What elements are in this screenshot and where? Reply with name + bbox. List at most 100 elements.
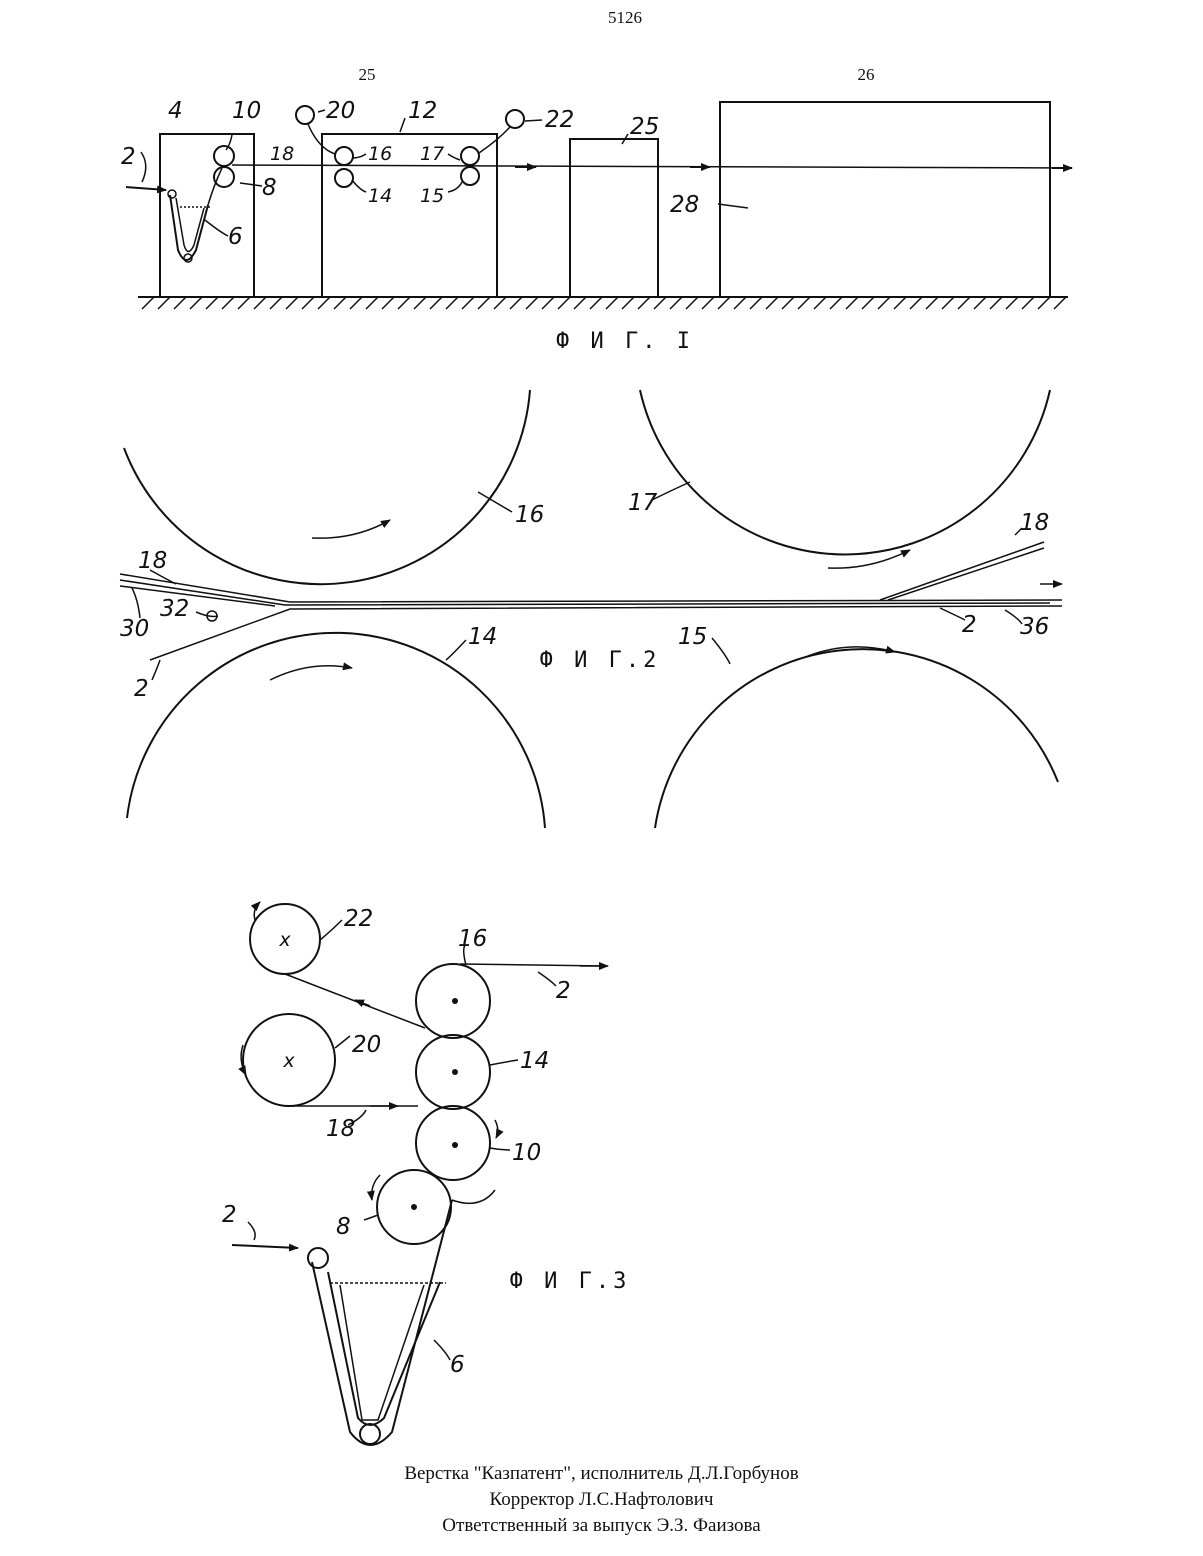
roller-16-arc	[124, 390, 530, 584]
leader-8	[240, 183, 262, 186]
figure-3: x x	[222, 902, 630, 1445]
leader-8	[364, 1215, 378, 1220]
guide-roller-bottom	[360, 1424, 380, 1444]
caption-fig-3: Ф И Г.3	[510, 1269, 631, 1294]
film-takeup	[479, 127, 510, 153]
label-10: 10	[512, 1140, 541, 1166]
spool-20	[296, 106, 314, 124]
ground-hatching	[142, 297, 1066, 309]
leader-14	[352, 180, 366, 192]
web-2-line	[232, 165, 1070, 168]
label-2: 2	[121, 144, 136, 170]
roller-16-axle	[452, 998, 458, 1004]
label-32: 32	[160, 596, 189, 622]
label-16: 16	[458, 926, 487, 952]
leader-15	[712, 638, 730, 664]
leader-20	[318, 110, 325, 112]
figure-2: 16 17 18 18 30 32 2 14 15 2 36 Ф И Г.2	[120, 390, 1062, 828]
imprint-proofreader: Корректор Л.С.Нафтолович	[0, 1488, 1203, 1512]
label-14: 14	[368, 185, 392, 207]
bath-6-outer	[170, 195, 208, 260]
rotation-arrow-15	[808, 647, 895, 656]
label-18: 18	[326, 1116, 355, 1142]
label-15: 15	[420, 185, 444, 207]
bath-6-lip	[452, 1190, 495, 1203]
leader-15	[448, 182, 462, 192]
block-12	[322, 134, 497, 297]
figure-1: 2 4 10 8 6 20 18 12 16 14 17 15 22 25 28…	[121, 98, 1072, 354]
film-18-exit-inner	[888, 548, 1044, 600]
leader-28	[718, 204, 748, 208]
block-28	[720, 102, 1050, 297]
roller-14-arc	[127, 633, 545, 828]
label-30: 30	[120, 616, 149, 642]
label-6: 6	[450, 1352, 465, 1378]
leader-2-left	[152, 660, 160, 680]
label-16: 16	[368, 143, 392, 165]
label-18-left: 18	[138, 548, 167, 574]
imprint-typesetting: Верстка "Казпатент", исполнитель Д.Л.Гор…	[0, 1462, 1203, 1486]
leader-17	[652, 482, 690, 500]
roller-17	[461, 147, 479, 165]
film-18-top	[120, 574, 1062, 602]
label-8: 8	[262, 175, 277, 201]
roller-10	[214, 146, 234, 166]
rotation-arrow-14	[270, 666, 352, 680]
leader-16	[478, 492, 512, 512]
roller-8	[214, 167, 234, 187]
roller-15	[461, 167, 479, 185]
label-36: 36	[1020, 614, 1049, 640]
label-10: 10	[232, 98, 261, 124]
film-to-spool-22	[285, 974, 425, 1028]
leader-22	[525, 120, 542, 121]
bath-6-inner	[176, 198, 204, 252]
roller-14	[335, 169, 353, 187]
leader-6	[434, 1340, 450, 1360]
leader-2-in	[248, 1222, 255, 1240]
caption-fig-2: Ф И Г.2	[540, 648, 661, 673]
leader-6	[205, 220, 228, 236]
label-14: 14	[468, 624, 497, 650]
leader-2	[141, 152, 146, 182]
label-15: 15	[678, 624, 707, 650]
leader-10	[490, 1148, 510, 1150]
label-4: 4	[168, 98, 183, 124]
web-2-inlet	[232, 1245, 298, 1248]
roller-15-arc	[655, 649, 1058, 828]
spool-20-axis-mark: x	[282, 1050, 295, 1072]
film-arrow-22	[355, 1000, 370, 1006]
label-22: 22	[344, 906, 373, 932]
leader-2-out	[538, 972, 556, 986]
label-8: 8	[336, 1214, 351, 1240]
label-18-right: 18	[1020, 510, 1049, 536]
label-2-left: 2	[134, 676, 149, 702]
label-20: 20	[352, 1032, 381, 1058]
guide-roller-inlet	[308, 1248, 328, 1268]
leader-12	[400, 118, 405, 132]
leader-14	[490, 1060, 518, 1065]
page-number: 5126	[608, 8, 642, 27]
label-20: 20	[326, 98, 355, 124]
roller-14-axle	[452, 1069, 458, 1075]
label-2-in: 2	[222, 1202, 237, 1228]
film-18-exit	[880, 542, 1044, 600]
leader-17	[448, 154, 460, 160]
column-number-left: 25	[359, 65, 376, 84]
label-6: 6	[228, 224, 243, 250]
label-25: 25	[630, 114, 659, 140]
roller-8-axle	[411, 1204, 417, 1210]
rotation-arrow-16	[312, 520, 390, 538]
column-number-right: 26	[858, 65, 875, 84]
guide-roller	[168, 190, 176, 198]
label-12: 12	[408, 98, 437, 124]
label-16: 16	[515, 502, 544, 528]
label-28: 28	[670, 192, 699, 218]
caption-fig-1: Ф И Г. I	[556, 329, 694, 354]
label-14: 14	[520, 1048, 549, 1074]
label-2-right: 2	[962, 612, 977, 638]
label-18: 18	[270, 143, 294, 165]
imprint-responsible: Ответственный за выпуск Э.З. Фаизова	[0, 1514, 1203, 1538]
roller-10-rotation	[495, 1120, 498, 1138]
leader-14	[446, 640, 466, 660]
